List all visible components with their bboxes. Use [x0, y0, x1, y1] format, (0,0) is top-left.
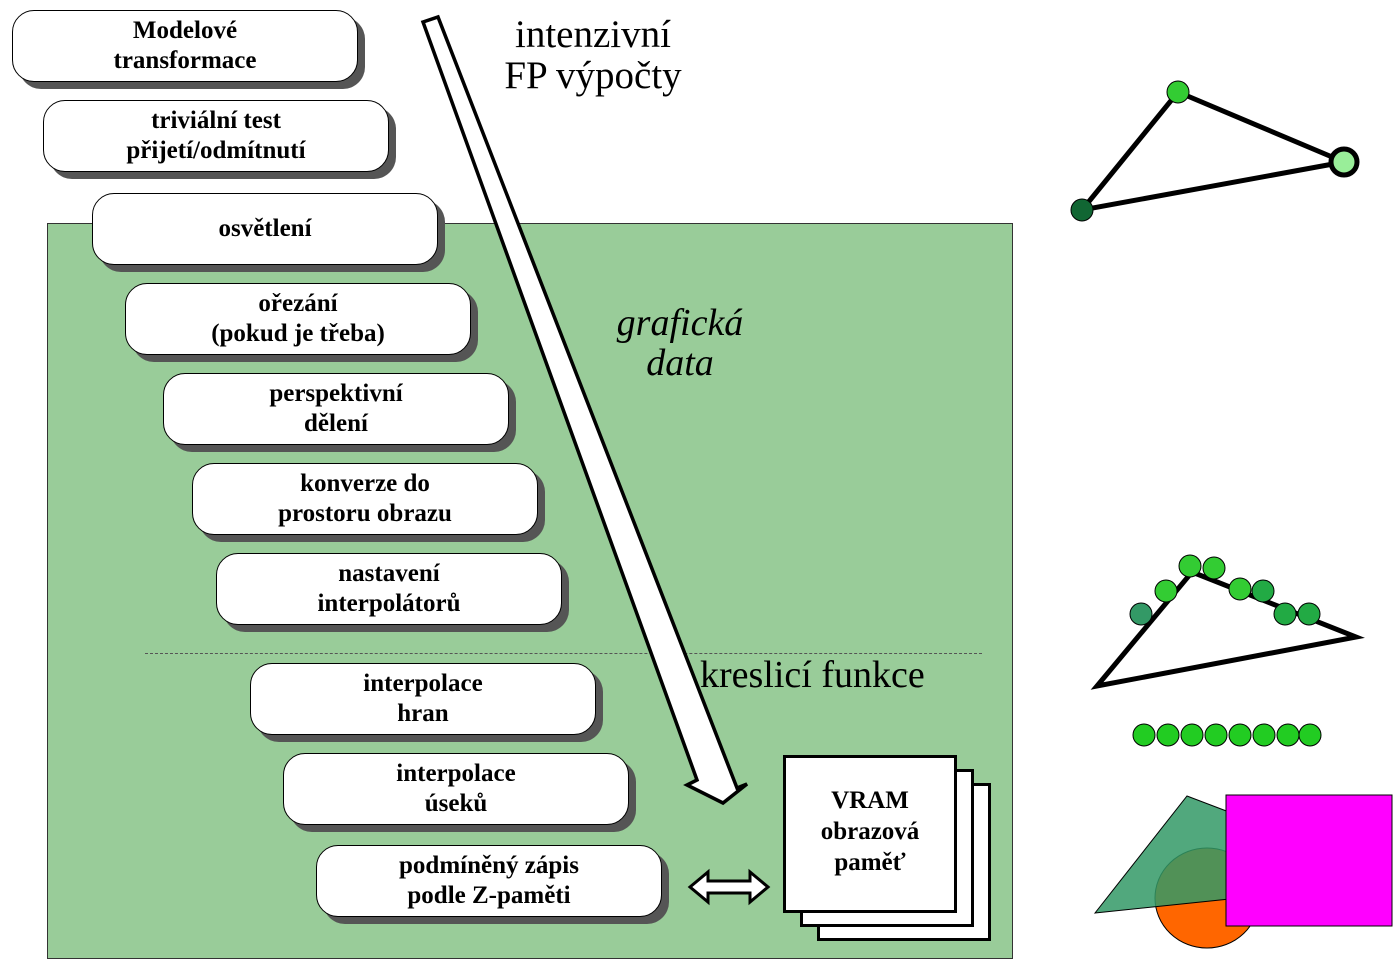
double-arrow-icon — [687, 868, 771, 906]
stage-konverze: konverze do prostoru obrazu — [192, 463, 538, 535]
stage-trivialni-test: triviální test přijetí/odmítnutí — [43, 100, 389, 172]
triangle-vertices-illustration — [1070, 80, 1360, 222]
span-pixels-illustration — [1132, 723, 1322, 747]
stage-perspektivni-deleni: perspektivní dělení — [163, 373, 509, 445]
stage-interpolace-hran: interpolace hran — [250, 663, 596, 735]
label-intenzivni-fp: intenzivní FP výpočty — [504, 13, 682, 97]
stage-orezani: ořezání (pokud je třeba) — [125, 283, 471, 355]
stage-podmineny-zapis: podmíněný zápis podle Z-paměti — [316, 845, 662, 917]
stage-nastaveni-interpolatoru: nastavení interpolátorů — [216, 553, 562, 625]
data-flow-arrow — [420, 14, 749, 806]
zbuffer-illustration — [1093, 794, 1393, 949]
stage-interpolace-useku: interpolace úseků — [283, 753, 629, 825]
vram-page-front — [783, 755, 957, 913]
stage-modelove-transformace: Modelové transformace — [12, 10, 358, 82]
vram-label: VRAM obrazová paměť — [820, 787, 920, 876]
edge-interpolation-illustration — [1090, 554, 1365, 690]
stage-osvetleni: osvětlení — [92, 193, 438, 265]
label-kreslici-funkce: kreslicí funkce — [700, 654, 925, 696]
label-graficka-data: grafická data — [616, 302, 744, 384]
stage-divider — [145, 653, 982, 654]
